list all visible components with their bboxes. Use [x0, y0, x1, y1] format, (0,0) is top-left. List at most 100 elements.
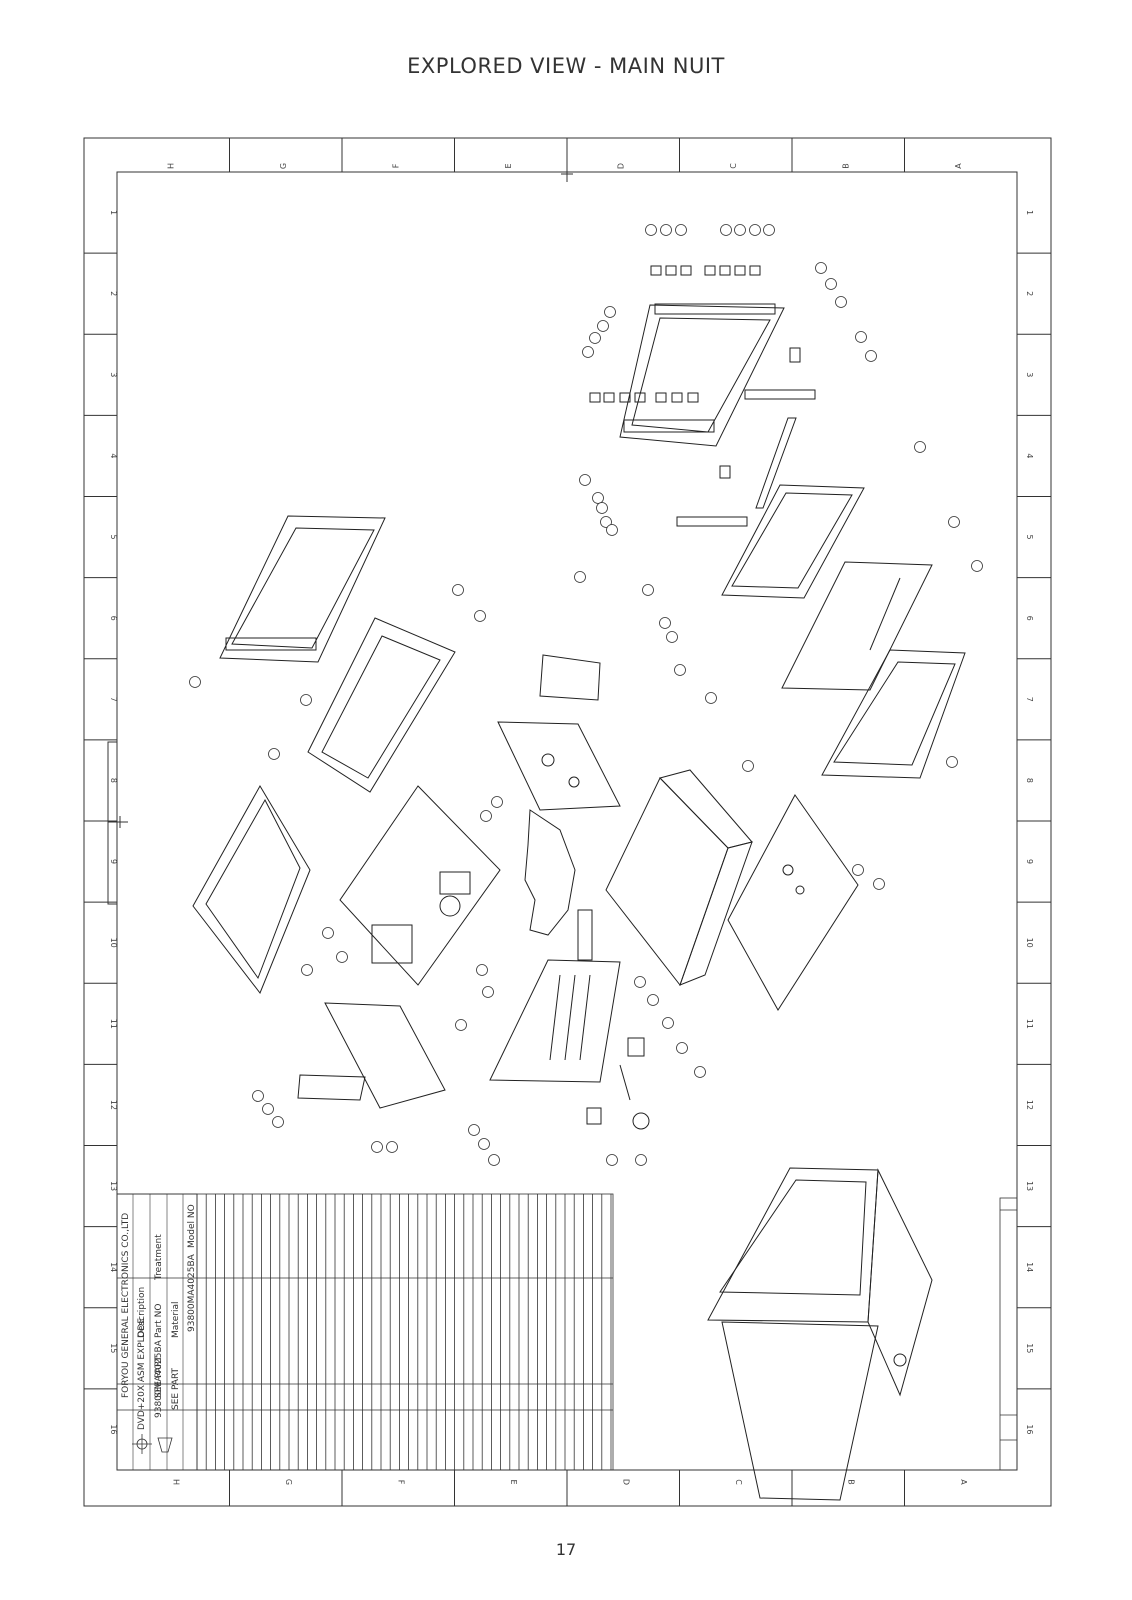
callout-balloon	[694, 1066, 706, 1078]
callout-balloon	[763, 224, 775, 236]
lcd-panel	[721, 484, 865, 599]
row-label: 6	[1025, 616, 1034, 621]
callout-balloon	[476, 964, 488, 976]
callout-balloon	[322, 927, 334, 939]
column-label: A	[959, 1479, 968, 1485]
column-label: D	[616, 163, 625, 169]
column-ticks	[229, 138, 905, 1506]
callout-balloon	[579, 474, 591, 486]
callout-balloon	[676, 1042, 688, 1054]
callout-balloon	[478, 1138, 490, 1150]
dvd-loader	[605, 769, 753, 987]
company-name: FORYOU GENERAL ELECTRONICS CO.,LTD	[121, 1213, 131, 1398]
row-label: 9	[109, 859, 118, 864]
callout-balloon	[674, 664, 686, 676]
description-label: Description	[137, 1287, 147, 1338]
callout-balloons	[189, 224, 983, 1166]
column-label: E	[509, 1479, 518, 1484]
callout-balloon	[666, 631, 678, 643]
clip-part	[789, 347, 801, 363]
button-caps-left	[589, 392, 699, 403]
row-label: 12	[109, 1100, 118, 1110]
model-value: 93800MA4025BA	[187, 1253, 197, 1332]
column-label: G	[284, 1479, 293, 1485]
callout-balloon	[482, 986, 494, 998]
main-pcb	[339, 785, 501, 986]
callout-balloon	[705, 692, 717, 704]
column-label: B	[841, 163, 850, 169]
row-label: 9	[1025, 859, 1034, 864]
row-label: 8	[109, 778, 118, 783]
callout-balloon	[301, 964, 313, 976]
row-label: 10	[1025, 938, 1034, 948]
usb-cap	[586, 1107, 602, 1125]
side-panel-left	[192, 784, 311, 994]
model-label: Model NO	[187, 1204, 197, 1248]
material-value: SEE PART	[171, 1367, 181, 1410]
row-label: 14	[1025, 1262, 1034, 1272]
clip-part-lower	[719, 465, 731, 479]
part-no-value: 93800MA4025BA	[154, 1339, 164, 1418]
row-label: 13	[109, 1181, 118, 1191]
callout-balloon	[189, 676, 201, 688]
row-label: 3	[1025, 372, 1034, 377]
row-label: 7	[1025, 697, 1034, 702]
column-label: F	[391, 163, 400, 168]
callout-balloon	[720, 224, 732, 236]
callout-balloon	[645, 224, 657, 236]
shaft	[619, 1064, 631, 1101]
row-label: 4	[1025, 453, 1034, 458]
row-label: 3	[109, 372, 118, 377]
key-pcb-lower	[676, 516, 748, 527]
row-label: 1	[1025, 210, 1034, 215]
callout-balloon	[589, 332, 601, 344]
callout-balloon	[749, 224, 761, 236]
callout-balloon	[914, 441, 926, 453]
callout-balloon	[597, 320, 609, 332]
callout-balloon	[604, 306, 616, 318]
column-label: C	[734, 1479, 743, 1485]
callout-balloon	[835, 296, 847, 308]
callout-balloon	[855, 331, 867, 343]
callout-balloon	[386, 1141, 398, 1153]
row-label: 11	[1025, 1019, 1034, 1029]
column-label: D	[621, 1479, 630, 1485]
button-caps-top	[650, 265, 761, 276]
callout-balloon	[371, 1141, 383, 1153]
row-label: 16	[1025, 1424, 1034, 1434]
callout-balloon	[474, 610, 486, 622]
callout-balloon	[582, 346, 594, 358]
row-label: 10	[109, 938, 118, 948]
row-label: 5	[109, 535, 118, 540]
callout-balloon	[452, 584, 464, 596]
callout-balloon	[455, 1019, 467, 1031]
callout-balloon	[606, 524, 618, 536]
row-label: 2	[109, 291, 118, 296]
bezel-frame	[307, 617, 456, 793]
callout-balloon	[865, 350, 877, 362]
antenna-jack	[627, 1037, 645, 1057]
key-pcb-upper	[744, 389, 816, 400]
display-pcb	[781, 561, 933, 691]
light-guide-bar	[755, 417, 797, 509]
front-bezel-left	[219, 515, 386, 663]
callout-balloon	[596, 502, 608, 514]
callout-balloon	[635, 1154, 647, 1166]
top-cover	[727, 794, 859, 1011]
row-label: 1	[109, 210, 118, 215]
title-block: FORYOU GENERAL ELECTRONICS CO.,LTD Descr…	[116, 1193, 198, 1471]
mech-bracket-top	[539, 654, 601, 701]
connector-block	[489, 909, 621, 1083]
mech-chassis	[497, 721, 621, 811]
callout-balloon	[873, 878, 885, 890]
callout-balloon	[662, 1017, 674, 1029]
row-label: 7	[109, 697, 118, 702]
callout-balloon	[574, 571, 586, 583]
row-label: 8	[1025, 778, 1034, 783]
outer-border	[83, 137, 1052, 1507]
callout-balloon	[675, 224, 687, 236]
callout-balloon	[600, 516, 612, 528]
callout-balloon	[606, 1154, 618, 1166]
